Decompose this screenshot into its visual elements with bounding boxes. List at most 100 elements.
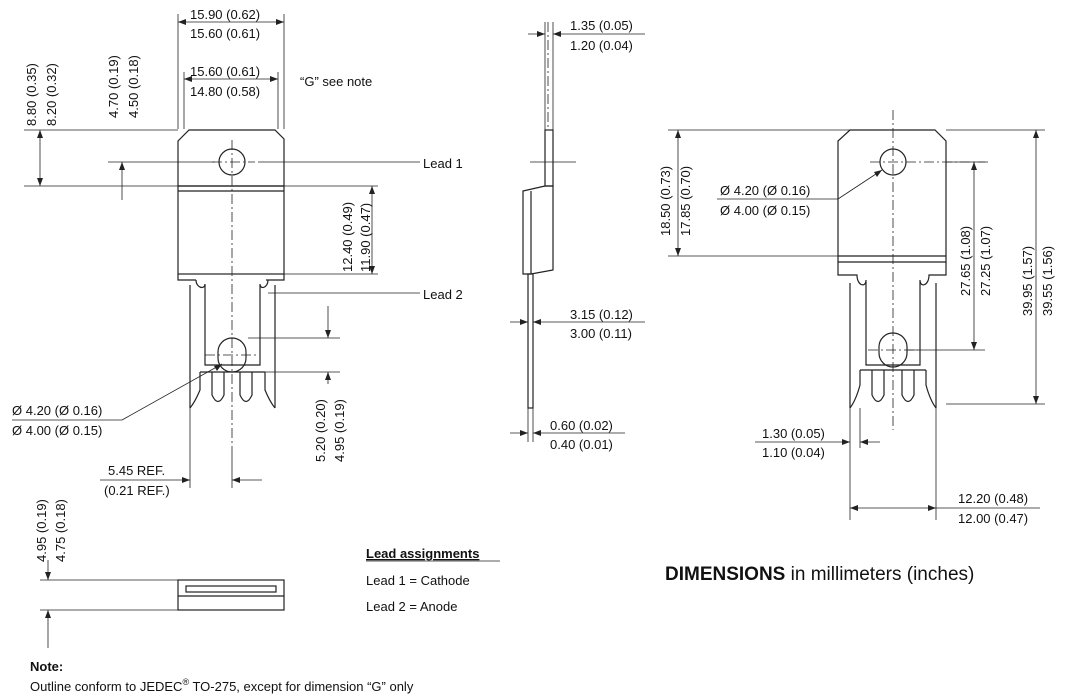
front-lead-shoulders	[211, 372, 253, 403]
arrowhead	[37, 178, 43, 186]
arrowhead	[675, 130, 681, 138]
lead-assignment-1: Lead 1 = Cathode	[366, 573, 470, 588]
back-lead-shoulders	[871, 370, 915, 403]
g-note-label: “G” see note	[300, 74, 372, 89]
bottom-body-outline	[177, 579, 285, 611]
lead-assignments: Lead assignments Lead 1 = Cathode Lead 2…	[366, 546, 500, 614]
arrowhead	[369, 186, 375, 194]
note-title: Note:	[30, 659, 63, 674]
arrowhead	[325, 330, 331, 338]
dim-1-30-max: 1.30 (0.05)	[762, 426, 825, 441]
arrowhead	[850, 505, 858, 511]
side-lead-outline	[527, 273, 534, 409]
arrowhead	[178, 19, 186, 25]
arrowhead	[45, 610, 51, 618]
lead-assignment-2: Lead 2 = Anode	[366, 599, 457, 614]
front-body-outline	[177, 185, 285, 275]
dim-top-outer-min: 15.60 (0.61)	[190, 26, 260, 41]
bottom-view	[40, 560, 285, 648]
arrowhead	[533, 430, 541, 436]
arrowhead	[675, 248, 681, 256]
arrowhead	[1033, 130, 1039, 138]
back-lead-tips	[849, 370, 937, 409]
lead-assignments-title: Lead assignments	[366, 546, 479, 561]
back-leadframe-outline	[837, 262, 947, 366]
arrowhead	[928, 505, 936, 511]
arrowhead	[37, 130, 43, 138]
arrowhead	[184, 76, 192, 82]
dim-1-35-max: 1.35 (0.05)	[570, 18, 633, 33]
note-text: Outline conform to JEDEC® TO-275, except…	[30, 677, 414, 694]
lead2-label: Lead 2	[423, 287, 463, 302]
dim-0-60-min: 0.40 (0.01)	[550, 437, 613, 452]
units-title: DIMENSIONS in millimeters (inches)	[665, 564, 974, 585]
front-hole-dim-max: Ø 4.20 (Ø 0.16)	[12, 403, 102, 418]
dim-4-95-min: 4.75 (0.18)	[53, 499, 68, 562]
units-title-rest: in millimeters (inches)	[785, 564, 974, 585]
dim-pitch-ref-inch: (0.21 REF.)	[104, 483, 170, 498]
dim-1-35-min: 1.20 (0.04)	[570, 38, 633, 53]
units-title-bold: DIMENSIONS	[665, 564, 785, 585]
dimension-labels: 15.90 (0.62) 15.60 (0.61) 15.60 (0.61) 1…	[12, 7, 1055, 562]
note-sup: ®	[182, 677, 189, 687]
arrowhead	[971, 162, 977, 170]
arrowhead	[119, 162, 125, 170]
arrowhead	[369, 266, 375, 274]
note-text-before: Outline conform to JEDEC	[30, 679, 182, 694]
dim-4-70-min: 4.50 (0.18)	[126, 55, 141, 118]
dim-8-80-min: 8.20 (0.32)	[44, 63, 59, 126]
dim-39-95-min: 39.55 (1.56)	[1040, 246, 1055, 316]
units-title-text: DIMENSIONS in millimeters (inches)	[665, 564, 974, 585]
arrowhead	[520, 319, 528, 325]
dim-5-20-min: 4.95 (0.19)	[332, 399, 347, 462]
arrowhead	[537, 31, 545, 37]
bottom-tab-slot	[185, 585, 277, 593]
arrowhead	[553, 31, 561, 37]
side-view	[510, 22, 645, 442]
dim-top-inner-min: 14.80 (0.58)	[190, 84, 260, 99]
arrowhead	[860, 439, 868, 445]
arrowhead	[520, 430, 528, 436]
dim-18-50-min: 17.85 (0.70)	[678, 166, 693, 236]
front-lead-outer-edges	[189, 285, 276, 408]
arrowhead	[214, 364, 222, 371]
dim-4-70-max: 4.70 (0.19)	[106, 55, 121, 118]
front-hole-dim-min: Ø 4.00 (Ø 0.15)	[12, 423, 102, 438]
dim-12-40-min: 11.90 (0.47)	[358, 203, 373, 272]
dim-12-20-min: 12.00 (0.47)	[958, 511, 1028, 526]
dim-27-65-min: 27.25 (1.07)	[978, 226, 993, 296]
dim-18-50-max: 18.50 (0.73)	[658, 166, 673, 236]
front-body-step	[177, 274, 285, 281]
dim-top-inner-max: 15.60 (0.61)	[190, 64, 260, 79]
arrowhead	[325, 372, 331, 380]
side-body-outline	[522, 185, 554, 275]
arrowhead	[232, 477, 240, 483]
dim-top-outer-max: 15.90 (0.62)	[190, 7, 260, 22]
dim-5-20-max: 5.20 (0.20)	[313, 399, 328, 462]
arrowhead	[182, 477, 190, 483]
dim-8-80-max: 8.80 (0.35)	[24, 63, 39, 126]
dim-0-60-max: 0.60 (0.02)	[550, 418, 613, 433]
front-view	[12, 14, 420, 488]
arrowhead	[971, 342, 977, 350]
dim-27-65-max: 27.65 (1.08)	[958, 226, 973, 296]
back-hole-dim-max: Ø 4.20 (Ø 0.16)	[720, 183, 810, 198]
arrowhead	[270, 76, 278, 82]
back-hole-leader	[837, 169, 883, 200]
dim-4-95-max: 4.95 (0.19)	[34, 499, 49, 562]
dim-3-15-max: 3.15 (0.12)	[570, 307, 633, 322]
side-tab-outline	[544, 129, 554, 187]
lead1-label: Lead 1	[423, 156, 463, 171]
hole-leader	[121, 363, 223, 421]
arrowhead	[533, 319, 541, 325]
front-leadframe-outline	[195, 279, 269, 366]
dim-1-30-min: 1.10 (0.04)	[762, 445, 825, 460]
arrowhead	[874, 170, 882, 177]
note-text-after: TO-275, except for dimension “G” only	[189, 679, 414, 694]
dim-39-95-max: 39.95 (1.57)	[1020, 246, 1035, 316]
note: Note: Outline conform to JEDEC® TO-275, …	[30, 659, 414, 694]
back-tab-outline	[837, 129, 947, 263]
dim-pitch-ref: 5.45 REF.	[108, 463, 165, 478]
dim-3-15-min: 3.00 (0.11)	[570, 326, 632, 341]
